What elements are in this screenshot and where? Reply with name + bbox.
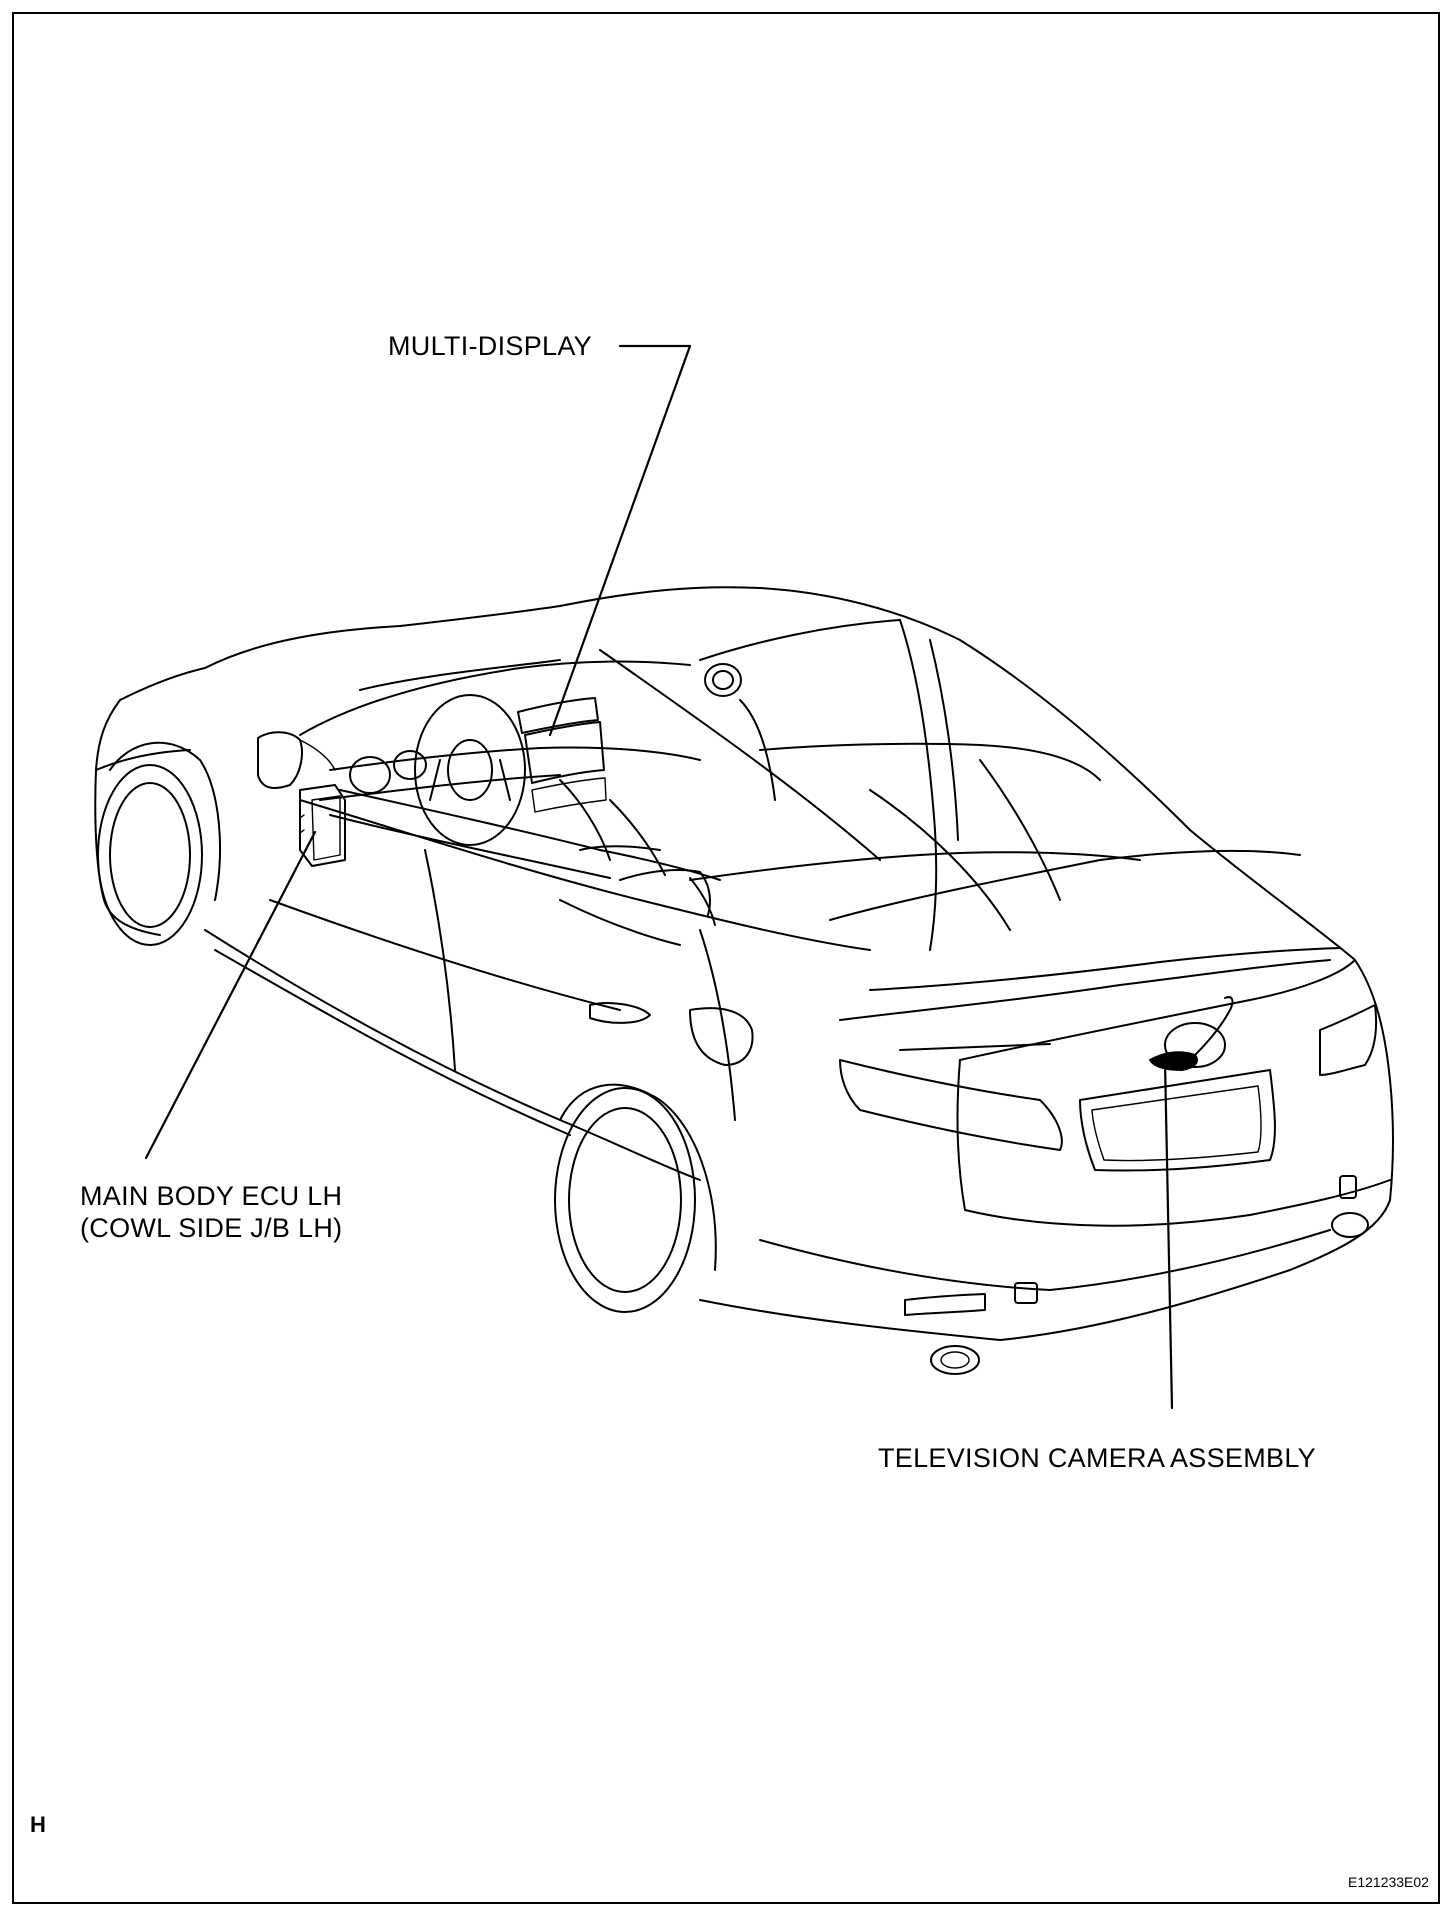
cowl-side-jb-label: (COWL SIDE J/B LH): [80, 1213, 343, 1243]
multi-display-leader: [548, 344, 692, 737]
television-camera-leader: [1163, 1060, 1174, 1410]
figure-code: E121233E02: [1348, 1874, 1429, 1890]
car-body-outline: [94, 586, 1395, 1375]
main-body-ecu-leader: [144, 830, 317, 1160]
multi-display-label: MULTI-DISPLAY: [388, 331, 592, 361]
main-body-ecu-label: MAIN BODY ECU LH: [80, 1181, 343, 1211]
page-frame: [12, 12, 1440, 1904]
television-camera-unit: [1149, 996, 1234, 1071]
multi-display-unit: [517, 697, 607, 813]
cabin-interior: [299, 619, 1141, 951]
main-body-ecu-unit: [299, 784, 346, 867]
page-section-letter: H: [30, 1812, 46, 1837]
leader-lines: [144, 344, 1174, 1410]
television-camera-label: TELEVISION CAMERA ASSEMBLY: [878, 1443, 1316, 1473]
